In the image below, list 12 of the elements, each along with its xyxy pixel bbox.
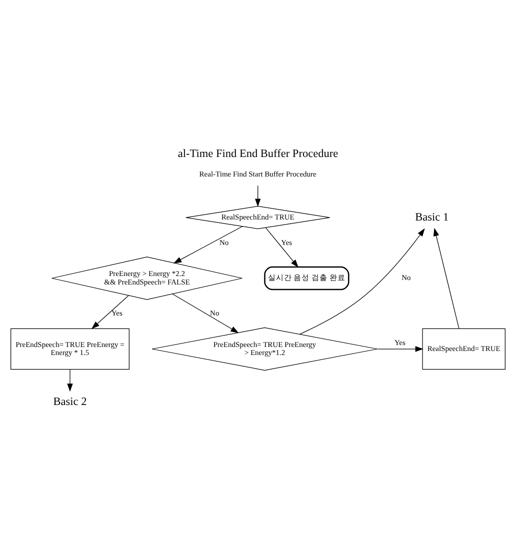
arrow (67, 368, 73, 392)
diagram-title: al-Time Find End Buffer Procedure (178, 148, 338, 160)
arrow (255, 184, 261, 206)
node-text: Basic 2 (53, 395, 87, 408)
arrow (299, 228, 425, 334)
node-text: Basic 1 (415, 210, 449, 223)
arrow (265, 226, 298, 268)
arrow (377, 346, 424, 352)
arrow (173, 226, 243, 263)
arrow (91, 294, 129, 329)
arrow (172, 293, 239, 333)
arrow (433, 227, 460, 328)
